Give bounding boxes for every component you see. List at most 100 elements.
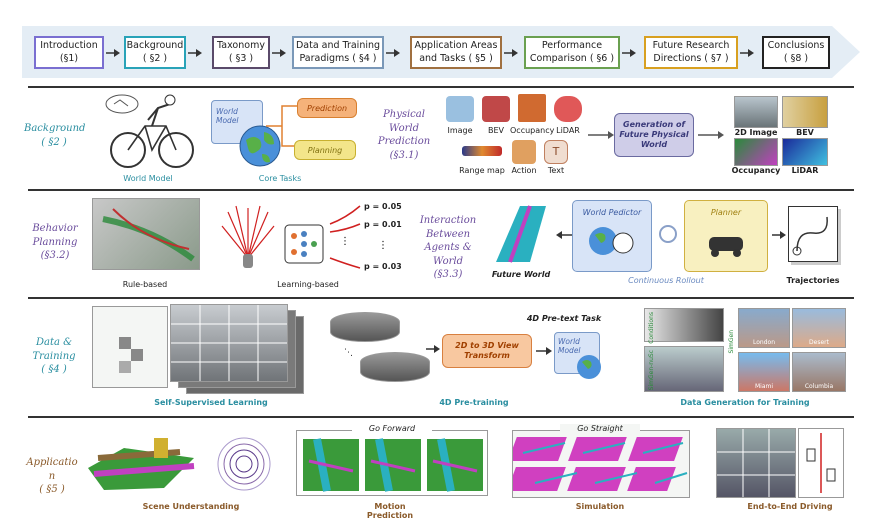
pretext-label: 4D Pre-text Task — [526, 314, 602, 323]
probability-label: p = 0.03 — [364, 262, 402, 271]
arrow-right-icon — [426, 345, 440, 353]
caption-simulation: Simulation — [575, 502, 625, 511]
nav-item-section: (§1) — [59, 52, 79, 64]
divider — [28, 297, 854, 299]
occupancy-output-thumb — [734, 138, 778, 166]
nav-arrow-icon — [106, 49, 120, 57]
nav-arrow-icon — [740, 49, 754, 57]
modality-label: BEV — [487, 126, 504, 135]
rule-based-scene — [92, 198, 200, 270]
nav-arrow-icon — [188, 49, 202, 57]
simgen-nusc-panel — [644, 346, 724, 392]
city-label: Desert — [809, 339, 829, 346]
side-label: SimGen-nuSc — [648, 350, 655, 391]
output-label: 2D Image — [734, 128, 778, 137]
rollout-cycle-icon — [659, 225, 677, 243]
modality-label: Action — [511, 166, 537, 175]
caption-end-to-end: End-to-End Driving — [747, 502, 833, 511]
ellipsis: ⋮ — [340, 236, 350, 247]
modality-label: Text — [547, 166, 565, 175]
panorama-cylinder — [360, 352, 430, 382]
row-title-behavior: Behavior Planning(§3.2) — [32, 223, 78, 261]
output-label: BEV — [796, 128, 814, 137]
nav-item-label: Introduction — [40, 39, 98, 51]
neural-network-icon — [284, 224, 324, 264]
simulation-panel — [507, 430, 690, 498]
divider — [28, 416, 854, 418]
nav-item-section: and Tasks ( §5 ) — [419, 52, 493, 64]
arrow-right-icon — [698, 131, 724, 139]
point-cloud-patch — [92, 306, 168, 388]
nav-item-section: Comparison ( §6 ) — [529, 52, 615, 64]
divider — [28, 86, 854, 88]
nav-item-label: Taxonomy — [217, 39, 265, 51]
e2e-bev-plan — [798, 428, 844, 498]
world-predictor-box: World Pedictor — [572, 200, 652, 272]
physical-world-prediction-title: Physical World Prediction(§3.1) — [377, 109, 431, 161]
planning-box: Planning — [294, 140, 356, 160]
modality-label: LiDAR — [556, 126, 580, 135]
modality-label: Range map — [459, 166, 505, 175]
go-forward-label: Go Forward — [352, 424, 432, 434]
ellipsis: ⋱ — [344, 348, 353, 358]
scene-lidar-render — [217, 437, 271, 491]
nav-item-8[interactable]: Conclusions( §8 ) — [762, 36, 830, 69]
generation-box: Generation of Future Physical World — [614, 113, 694, 157]
caption-scene-understanding: Scene Understanding — [142, 502, 240, 511]
planner-box: Planner — [684, 200, 768, 272]
globe-icon — [239, 125, 281, 167]
nav-item-label: Data and Training — [295, 39, 381, 51]
nav-item-label: Background — [126, 39, 184, 51]
nav-arrow-icon — [622, 49, 636, 57]
lidar-icon — [554, 96, 582, 122]
occupancy-icon — [518, 94, 546, 122]
nav-arrow-icon — [504, 49, 518, 57]
scene-occupancy-render — [88, 438, 195, 490]
caption-data-generation: Data Generation for Training — [680, 398, 810, 407]
city-label: Miami — [754, 383, 774, 390]
city-thumb-london — [738, 308, 790, 348]
prediction-box: Prediction — [297, 98, 357, 118]
caption-future-world: Future World — [491, 270, 551, 279]
nav-item-3[interactable]: Taxonomy( §3 ) — [212, 36, 270, 69]
nav-item-1[interactable]: Introduction(§1) — [34, 36, 104, 69]
city-thumb-miami — [738, 352, 790, 392]
trajectory-sheet — [788, 206, 838, 262]
caption-learning-based: Learning-based — [277, 280, 339, 289]
nav-item-2[interactable]: Background( §2 ) — [124, 36, 186, 69]
row-title-data: Data & Training( §4 ) — [32, 337, 76, 375]
nav-item-label: Conclusions — [767, 39, 825, 51]
conditions-panel — [644, 308, 724, 342]
bev-output-thumb — [782, 96, 828, 128]
side-label: SimGen — [728, 330, 735, 354]
range-map-icon — [462, 146, 502, 156]
nav-arrow-icon — [272, 49, 286, 57]
planner-label: Planner — [710, 208, 742, 217]
future-world-render — [496, 205, 546, 263]
output-label: LiDAR — [791, 166, 819, 175]
image-icon — [446, 96, 474, 122]
interaction-title: Interaction Between Agents & World(§3.3) — [419, 215, 477, 280]
nav-item-section: ( §8 ) — [783, 52, 809, 64]
nav-item-section: Paradigms ( §4 ) — [299, 52, 377, 64]
caption-self-supervised: Self-Supervised Learning — [154, 398, 268, 407]
side-label: Conditions — [648, 312, 655, 344]
nav-item-section: ( §3 ) — [228, 52, 254, 64]
trajectory-fan — [221, 205, 275, 268]
lidar-output-thumb — [782, 138, 828, 166]
ellipsis: ⋮ — [378, 240, 388, 251]
modality-label: Image — [447, 126, 473, 135]
caption-4d-pretraining: 4D Pre-training — [439, 398, 509, 407]
caption-trajectories: Trajectories — [786, 276, 840, 285]
nav-item-section: ( §2 ) — [142, 52, 168, 64]
arrow-right-icon — [588, 131, 614, 139]
arrow-right-icon — [772, 231, 786, 239]
city-label: London — [753, 339, 775, 346]
city-label: Columbia — [804, 383, 834, 390]
row-title-background: Background( §2 ) — [24, 123, 86, 148]
arrow-left-icon — [556, 231, 572, 239]
